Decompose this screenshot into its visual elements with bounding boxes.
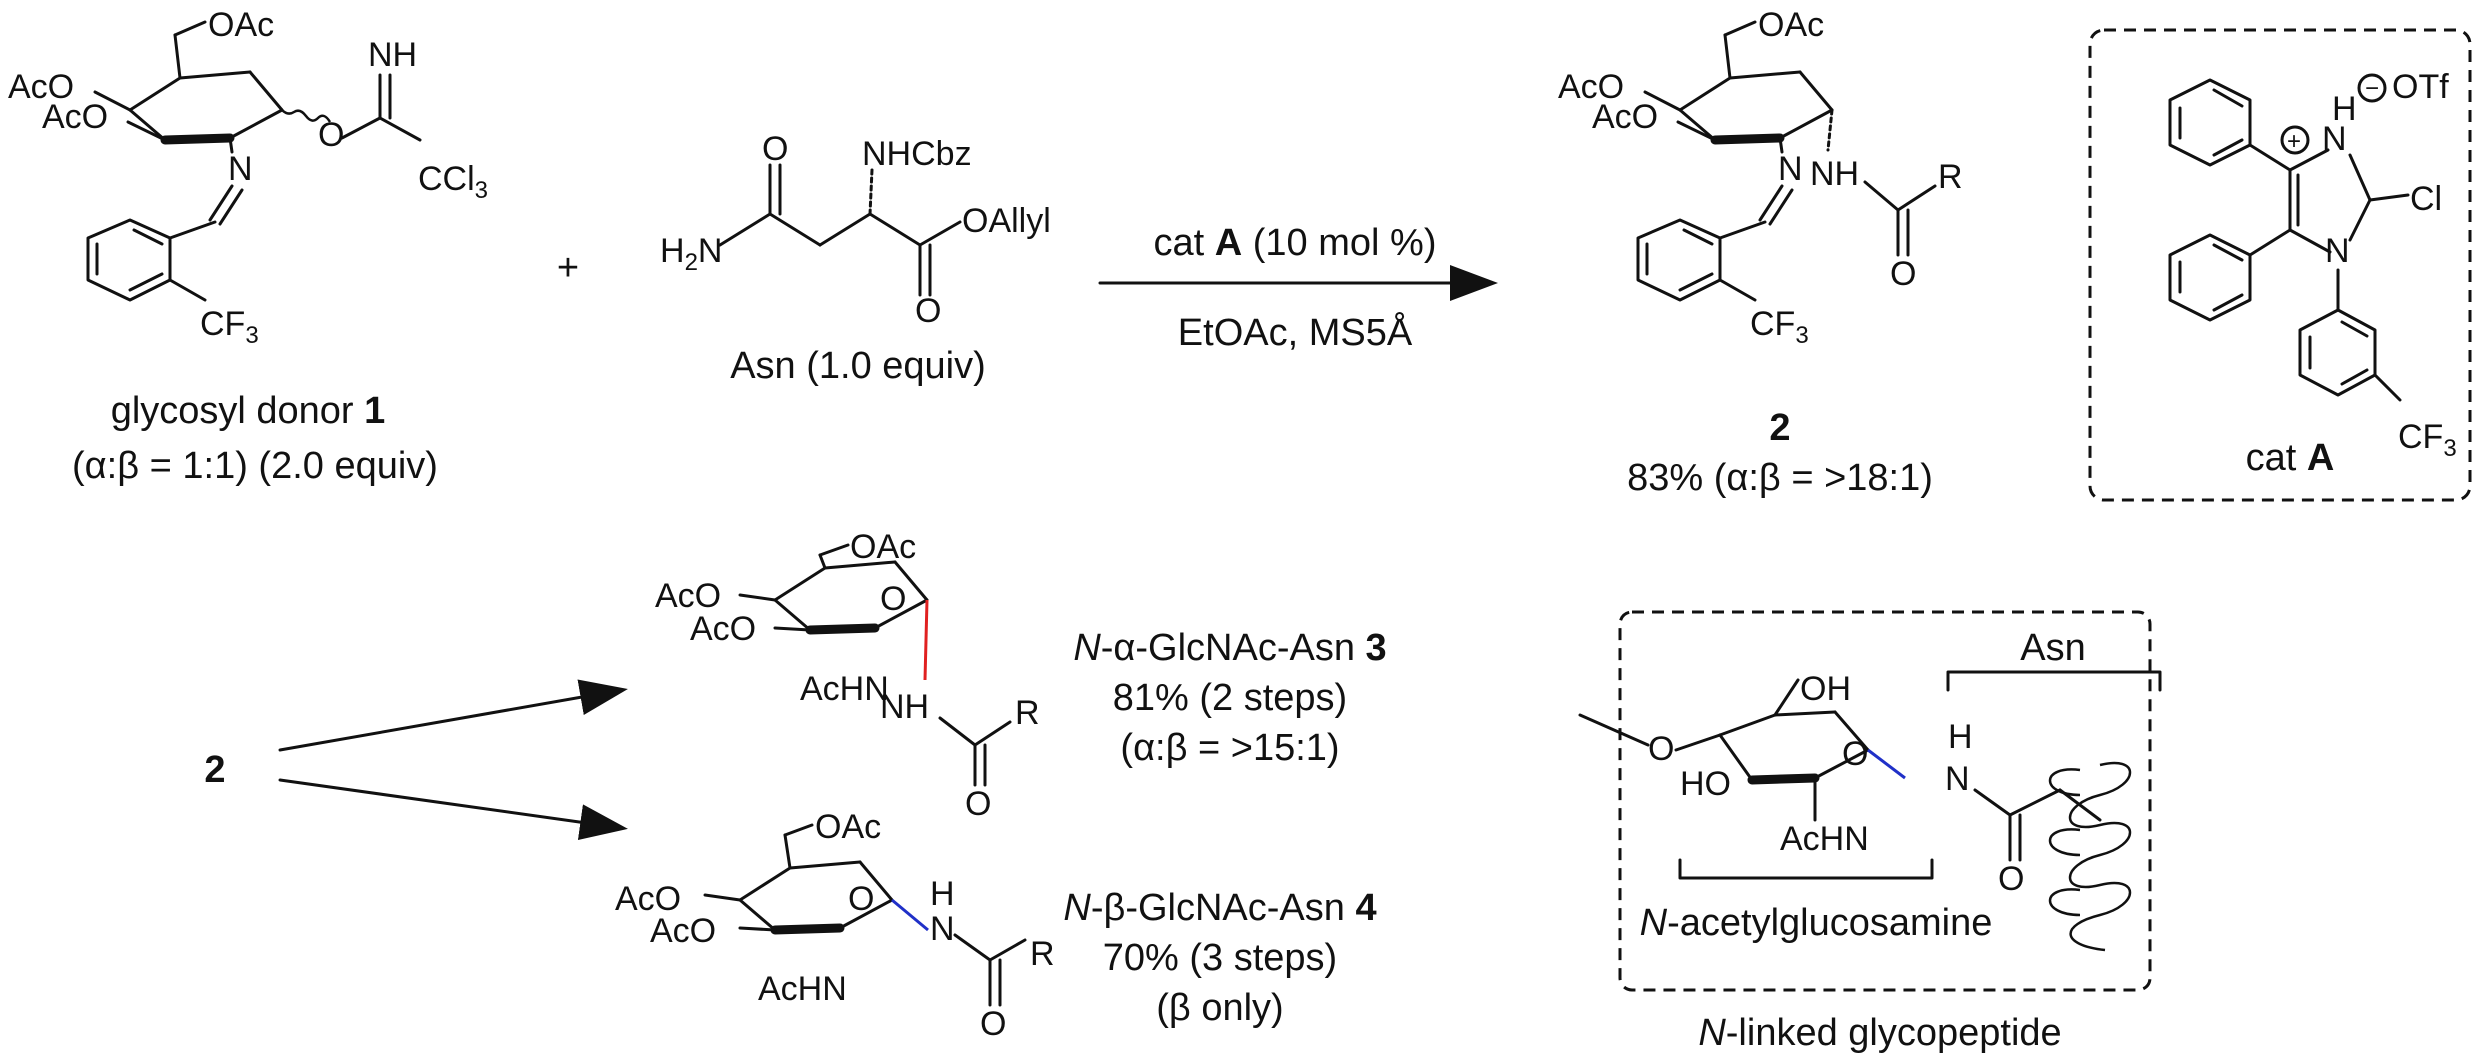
p4-carbonyl-o: O (980, 1005, 1006, 1043)
p4-h: H (930, 875, 955, 913)
p4-aco-4: AcO (615, 880, 681, 918)
gp-oh: OH (1800, 670, 1851, 708)
donor-imidate-nh: NH (368, 36, 417, 74)
p3-carbonyl-o: O (965, 785, 991, 823)
arrow-to-3 (278, 679, 628, 752)
product-4-yield: 70% (3 steps) (1103, 937, 1337, 979)
gp-ho: HO (1680, 765, 1731, 803)
p3-nh: NH (880, 688, 929, 726)
p2-imine-n: N (1778, 150, 1803, 188)
p4-n: N (930, 910, 955, 948)
glycopeptide-structure: O OH O HO AcHN H N O (1578, 670, 2162, 952)
product-3-ratio: (α:β = >15:1) (1120, 727, 1339, 769)
p4-oac: OAc (815, 808, 881, 846)
donor-label: glycosyl donor 1 (111, 390, 386, 432)
cat-otf: OTf (2392, 68, 2449, 106)
p3-aco-4: AcO (655, 577, 721, 615)
asn-oallyl: OAllyl (962, 202, 1051, 240)
product-3-structure: OAc O AcO AcO AcHN NH O R (655, 528, 1040, 823)
p4-aco-3: AcO (650, 912, 716, 950)
p3-oac: OAc (850, 528, 916, 566)
glycopeptide-box (1618, 610, 2152, 992)
gp-caption: N-linked glycopeptide (1698, 1012, 2061, 1054)
glycosyl-donor-structure: OAc AcO AcO O NH CCl3 N CF3 (8, 6, 488, 349)
cat-cl: Cl (2410, 180, 2442, 218)
p2-carbonyl-o: O (1890, 255, 1916, 293)
solvent-condition: EtOAc, MS5Å (1178, 310, 1413, 354)
p3-achn: AcHN (800, 670, 889, 708)
p3-ring-o: O (880, 580, 906, 618)
cat-h: H (2332, 90, 2357, 128)
p3-aco-3: AcO (690, 610, 756, 648)
p4-ring-o: O (848, 880, 874, 918)
asn-ester-o: O (915, 292, 941, 330)
asn-amide-o: O (762, 130, 788, 168)
start-compound-2: 2 (204, 749, 225, 791)
p3-new-alpha-bond (923, 599, 929, 681)
cat-cf3: CF3 (2398, 418, 2457, 462)
p2-oac: OAc (1758, 6, 1824, 44)
donor-ratio: (α:β = 1:1) (2.0 equiv) (72, 445, 438, 487)
arrow-to-4 (278, 778, 628, 840)
gp-achn: AcHN (1780, 820, 1869, 858)
p2-nh: NH (1810, 155, 1859, 193)
product-3-label: N-α-GlcNAc-Asn 3 (1073, 627, 1386, 669)
donor-anomeric-o: O (318, 116, 344, 154)
gp-o-link: O (1648, 730, 1674, 768)
product-2-number: 2 (1769, 407, 1790, 449)
donor-cf3: CF3 (200, 305, 259, 349)
p4-achn: AcHN (758, 970, 847, 1008)
product-2-yield: 83% (α:β = >18:1) (1627, 457, 1933, 499)
donor-aco-3: AcO (42, 98, 108, 136)
product-4-label: N-β-GlcNAc-Asn 4 (1063, 887, 1376, 929)
product-4-structure: OAc O AcO AcO AcHN H N O R (615, 808, 1055, 1043)
asn-label: Asn (1.0 equiv) (730, 345, 986, 387)
product-2-structure: OAc AcO AcO N NH O R CF3 (1558, 6, 1963, 349)
p2-cf3: CF3 (1750, 305, 1809, 349)
cat-n-plus: N (2322, 120, 2347, 158)
donor-oac: OAc (208, 6, 274, 44)
catalyst-label: cat A (2246, 437, 2335, 479)
product-3-yield: 81% (2 steps) (1113, 677, 1347, 719)
donor-imine-n: N (228, 150, 253, 188)
donor-ccl3: CCl3 (418, 160, 488, 204)
cat-n: N (2325, 232, 2350, 270)
p2-aco-3: AcO (1592, 98, 1658, 136)
gp-asn-label: Asn (2020, 627, 2085, 669)
catalyst-condition: cat A (10 mol %) (1154, 222, 1437, 264)
asparagine-structure: H2N O NHCbz O OAllyl (660, 130, 1051, 330)
peptide-helix (2068, 761, 2132, 952)
gp-n: N (1945, 760, 1970, 798)
catalyst-structure: N H + N Cl − OTf CF3 (2168, 68, 2457, 462)
cat-plus-charge: + (2287, 128, 2301, 155)
donor-aco-4: AcO (8, 68, 74, 106)
gp-h: H (1948, 718, 1973, 756)
p2-r-group: R (1938, 158, 1963, 196)
gp-ring-o: O (1842, 735, 1868, 773)
cat-minus-charge: − (2365, 75, 2379, 102)
plus-sign: + (557, 247, 579, 289)
p4-new-beta-bond (891, 898, 929, 932)
gp-carbonyl-o: O (1998, 860, 2024, 898)
gp-glcnac-label: N-acetylglucosamine (1640, 902, 1993, 944)
asn-nhcbz: NHCbz (862, 135, 972, 173)
product-4-ratio: (β only) (1156, 987, 1283, 1029)
p2-aco-4: AcO (1558, 68, 1624, 106)
p4-r: R (1030, 935, 1055, 973)
p3-r: R (1015, 694, 1040, 732)
asn-h2n: H2N (660, 232, 722, 276)
gp-beta-bond (1867, 748, 1906, 780)
